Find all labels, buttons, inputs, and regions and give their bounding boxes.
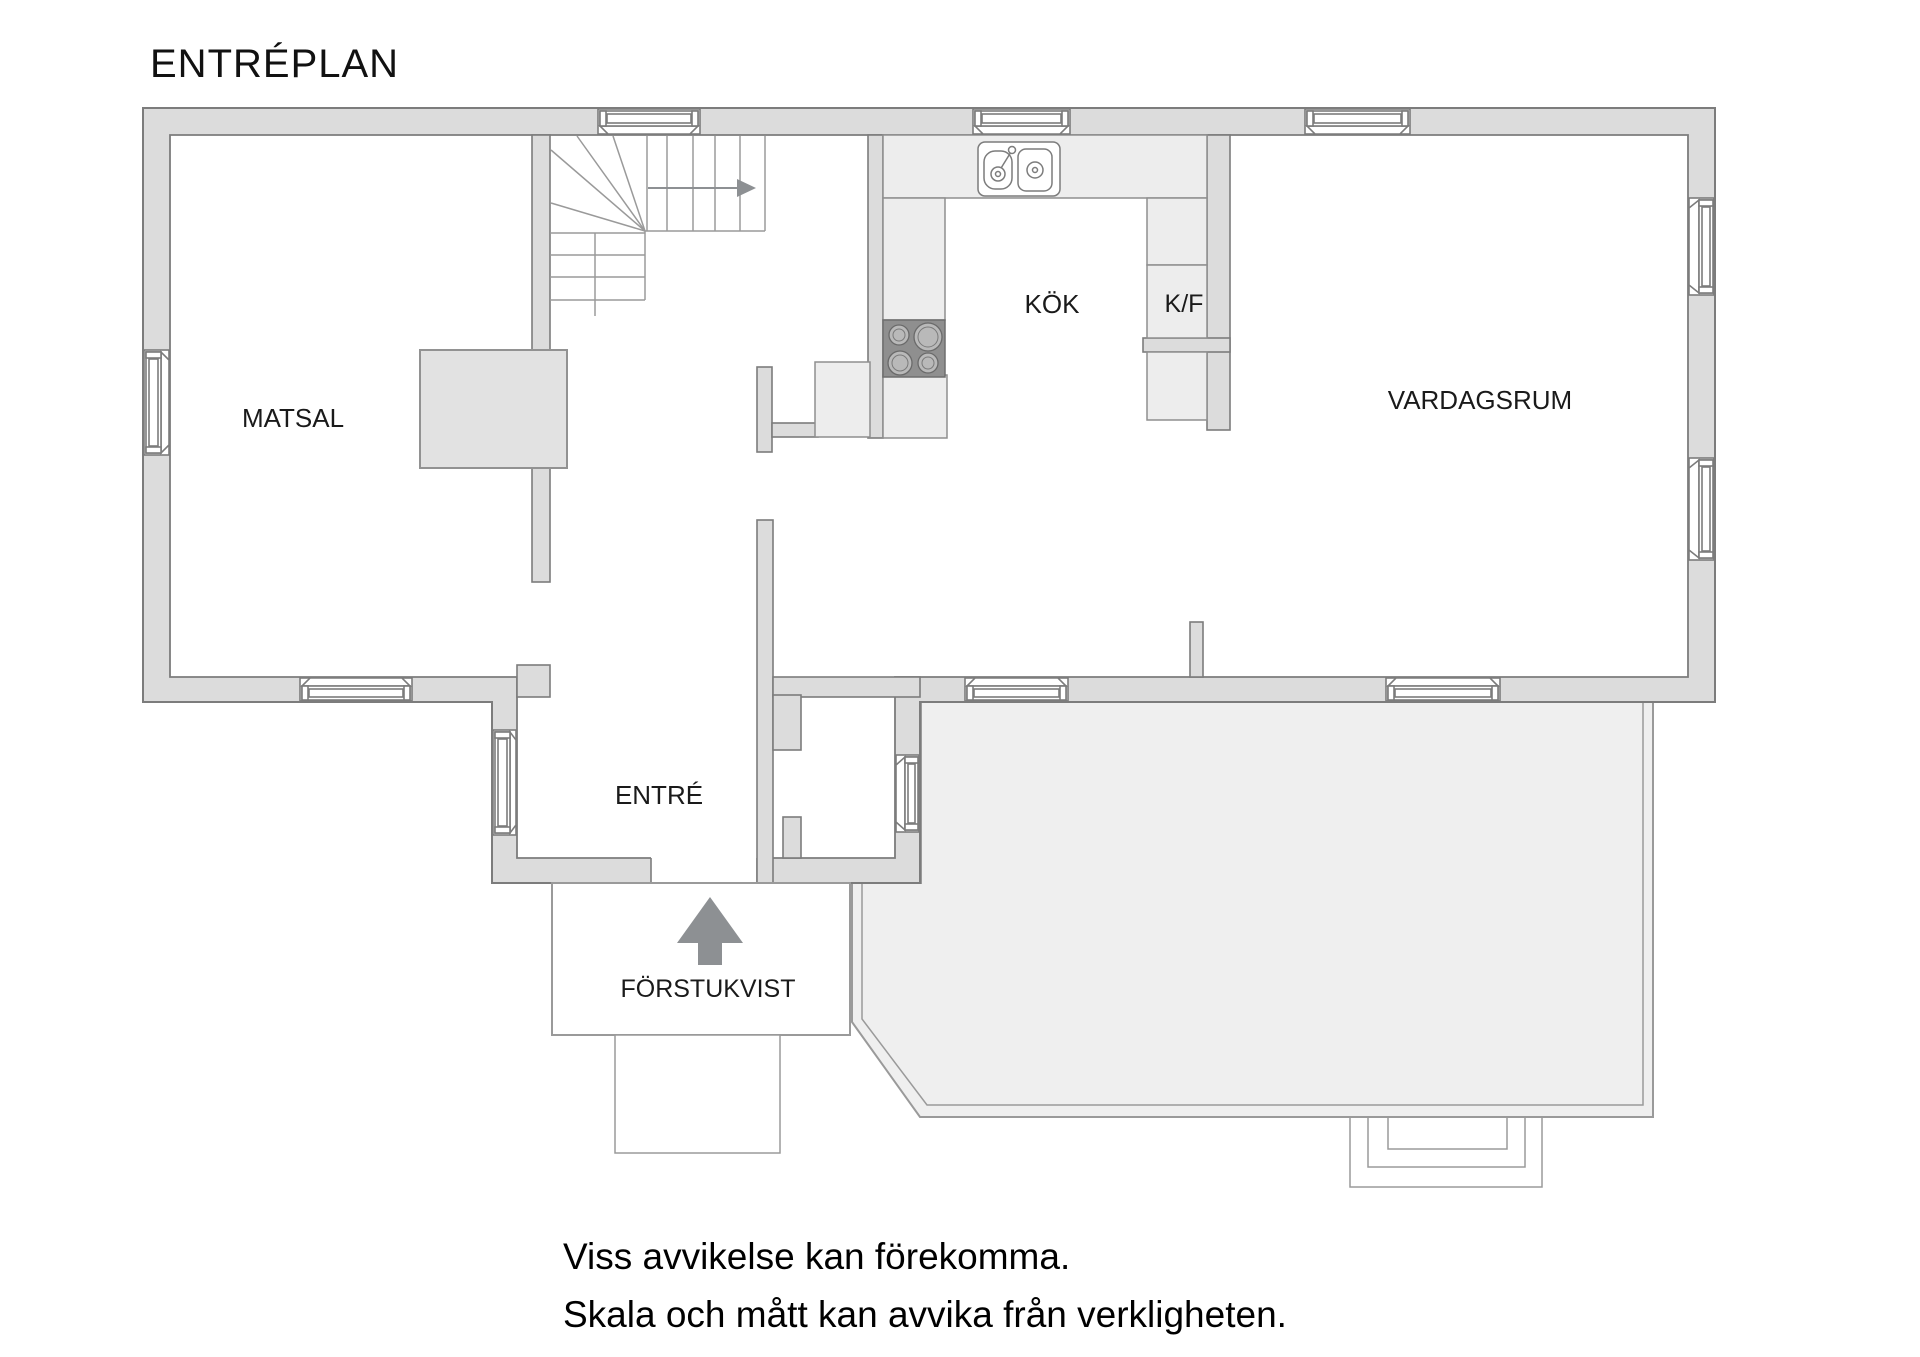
windows: [143, 108, 1715, 836]
room-label-forstukvist: FÖRSTUKVIST: [620, 975, 795, 1003]
interior-wall: [756, 519, 774, 884]
room-label-kok: KÖK: [1025, 289, 1081, 319]
stove: [882, 319, 946, 378]
window: [1385, 677, 1501, 702]
interior-wall: [772, 694, 802, 751]
chimney: [419, 349, 568, 469]
disclaimer-line-1: Viss avvikelse kan förekomma.: [563, 1236, 1071, 1277]
room-label-entre: ENTRÉ: [615, 780, 703, 810]
room-label-vardagsrum: VARDAGSRUM: [1388, 385, 1572, 415]
interior-wall: [756, 366, 773, 453]
interior-wall: [772, 676, 921, 698]
interior-wall: [1142, 337, 1231, 353]
stairs-direction-arrow: [648, 179, 756, 197]
room-label-matsal: MATSAL: [242, 403, 344, 433]
entrance-arrow: [677, 897, 743, 965]
interior-wall: [516, 664, 551, 698]
closet: [814, 361, 871, 438]
window: [597, 108, 701, 135]
fridge-freezer-unit: [1146, 264, 1208, 339]
window: [895, 754, 920, 833]
terrace: [851, 701, 1654, 1118]
terrace-steps: [1349, 1116, 1543, 1188]
plan-title: ENTRÉPLAN: [150, 42, 400, 86]
window: [1688, 197, 1715, 296]
disclaimer-line-2: Skala och mått kan avvika från verklighe…: [563, 1294, 1287, 1335]
window: [964, 677, 1069, 702]
interior-wall: [1206, 134, 1231, 431]
counter-segment: [1146, 197, 1208, 266]
window: [299, 677, 413, 702]
interior-wall: [782, 816, 802, 859]
stairs: [550, 135, 766, 316]
closet: [882, 374, 948, 439]
interior-wall: [771, 422, 819, 438]
window: [1688, 457, 1715, 561]
window: [1304, 108, 1411, 135]
room-label-kf: K/F: [1165, 290, 1204, 318]
front-door-opening: [651, 857, 757, 884]
porch-step: [614, 1034, 781, 1154]
kitchen-sink: [977, 141, 1061, 197]
counter-segment: [1146, 351, 1208, 421]
interior-walls: [516, 134, 1231, 884]
window: [143, 349, 170, 456]
window: [492, 729, 517, 836]
window: [972, 108, 1071, 135]
interior-wall: [1189, 621, 1204, 678]
